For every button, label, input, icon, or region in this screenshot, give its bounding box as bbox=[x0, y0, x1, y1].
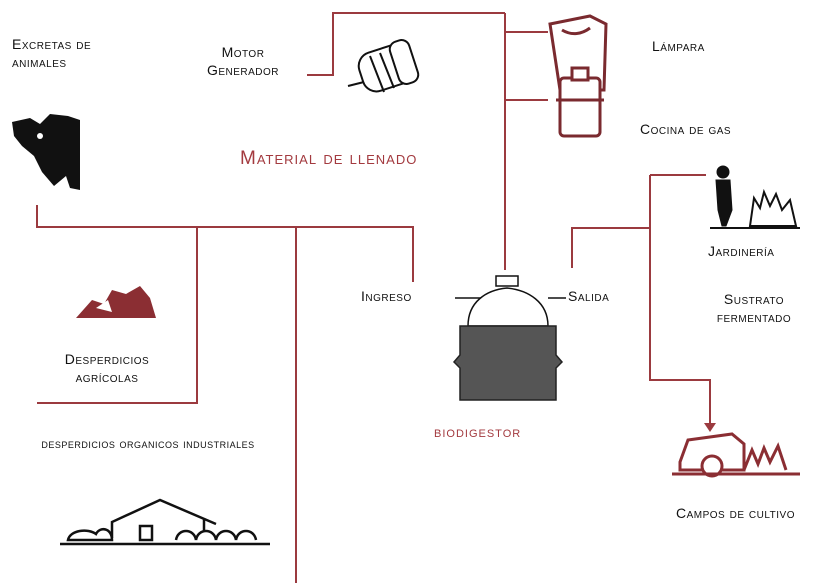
connector-lines bbox=[36, 12, 716, 583]
arrow-to-field bbox=[704, 423, 716, 432]
label-biodigestor: biodigestor bbox=[434, 424, 522, 441]
label-campos-de-cultivo: Campos de cultivo bbox=[676, 505, 795, 521]
connector-motor bbox=[307, 12, 505, 76]
lamp-icon bbox=[548, 14, 608, 92]
agricultural-waste-icon bbox=[76, 286, 156, 318]
label-desperdicios-agricolas: Desperdicios agrícolas bbox=[64, 351, 150, 385]
label-sustrato-fermentado: Sustrato fermentado bbox=[716, 291, 792, 325]
label-ingreso: Ingreso bbox=[361, 288, 412, 304]
gas-stove-icon bbox=[556, 66, 604, 138]
label-jardineria: Jardinería bbox=[708, 243, 775, 259]
gardener-icon bbox=[710, 165, 800, 229]
connector-salida bbox=[571, 227, 650, 268]
motor-generator-icon bbox=[347, 39, 420, 93]
label-motor-generador: Motor Generador bbox=[206, 44, 280, 78]
biodigester-tank-icon bbox=[452, 275, 566, 401]
factory-icon bbox=[60, 498, 270, 546]
label-cocina-de-gas: Cocina de gas bbox=[640, 121, 732, 137]
label-excretas: Excretas de animales bbox=[12, 36, 92, 70]
connector-garden bbox=[649, 175, 711, 425]
label-lampara: Lámpara bbox=[652, 38, 705, 54]
cow-icon bbox=[12, 114, 80, 190]
label-desperdicios-industriales: desperdicios organicos industriales bbox=[41, 436, 255, 451]
label-salida: Salida bbox=[568, 288, 610, 304]
crop-field-icon bbox=[672, 432, 800, 478]
connector-agricultural bbox=[37, 227, 198, 404]
connector-excretas bbox=[36, 205, 414, 282]
label-material-de-llenado: Material de llenado bbox=[240, 148, 418, 169]
